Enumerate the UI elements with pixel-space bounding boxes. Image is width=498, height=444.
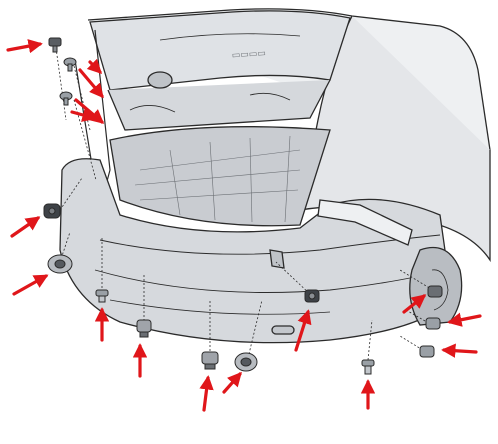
- arrow-screw-mid-a: [74, 98, 105, 124]
- push-clip: [419, 345, 435, 358]
- callout-arrows: [6, 39, 482, 412]
- arrow-clip-bottom-3: [199, 375, 214, 412]
- arrow-screw-upper-b: [86, 58, 103, 75]
- car-body: ▭▭▭▭: [59, 8, 491, 344]
- push-clip: [425, 317, 441, 330]
- grommet: [43, 203, 61, 219]
- svg-text:▭▭▭▭: ▭▭▭▭: [231, 48, 266, 60]
- arrow-grommet-left: [10, 216, 41, 238]
- arrow-screw-upper-a: [78, 68, 104, 99]
- screw: [59, 91, 73, 106]
- fasteners: [43, 37, 443, 375]
- push-clip: [304, 289, 320, 303]
- arrow-clip-top-left: [6, 39, 43, 54]
- arrow-clip-right-2: [447, 312, 482, 327]
- arrow-screw-mid-b: [70, 108, 97, 122]
- arrow-washer-bottom-4: [222, 371, 242, 394]
- push-clip: [48, 37, 62, 53]
- bolt: [361, 359, 375, 375]
- push-clip: [136, 319, 152, 338]
- screw: [63, 57, 77, 72]
- arrow-clip-right-1: [402, 294, 427, 314]
- washer-nut: [47, 254, 73, 274]
- arrow-clip-center: [294, 309, 312, 352]
- push-clip: [427, 285, 443, 298]
- bolt: [95, 289, 109, 303]
- push-clip: [201, 351, 219, 370]
- arrow-clip-right-3: [441, 343, 478, 358]
- arrow-washer-left: [12, 274, 49, 296]
- washer-nut: [234, 352, 258, 372]
